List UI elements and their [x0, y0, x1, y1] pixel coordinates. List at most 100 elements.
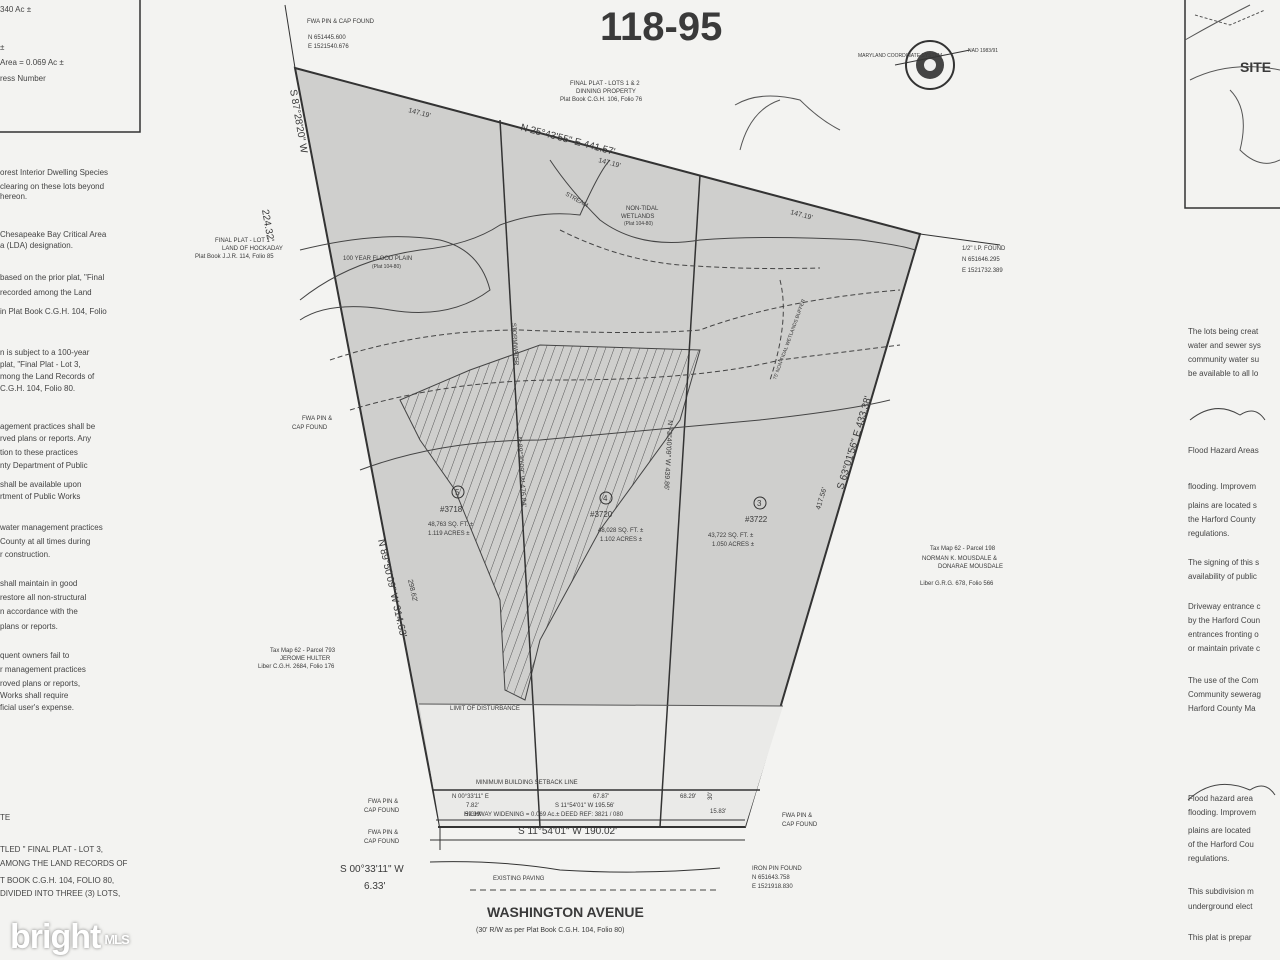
right-note-line: or maintain private c — [1188, 644, 1261, 653]
right-note-line: be available to all lo — [1188, 369, 1259, 378]
buffer-line-4 — [769, 279, 784, 381]
ip-found-n: N 651646.295 — [962, 257, 1000, 263]
north-arrow-seal: MARYLAND COORDINATE SYSTEM NAD 1983/91 — [858, 40, 998, 90]
left-note-line: restore all non-structural — [0, 593, 87, 602]
right-note-line: entrances fronting o — [1188, 630, 1259, 639]
left-note-line: T BOOK C.G.H. 104, FOLIO 80, — [0, 876, 115, 885]
existing-paving-line — [429, 861, 721, 873]
seg-5939-label: 59.39' — [465, 812, 481, 818]
tax-198: Tax Map 62 - Parcel 198 — [930, 546, 996, 552]
fwa-top-label: FWA PIN & CAP FOUND — [307, 19, 375, 25]
iron-pin-label: IRON PIN FOUND — [752, 866, 802, 872]
left-note-line: clearing on these lots beyond — [0, 182, 105, 191]
flood-plain-label: 100 YEAR FLOOD PLAIN — [343, 256, 412, 262]
final-plat-1-b: LAND OF HOCKADAY — [222, 246, 283, 252]
final-plat-12-c: Plat Book C.G.H. 106, Folio 76 — [560, 97, 643, 103]
left-note-line: tion to these practices — [0, 448, 78, 457]
ne-tie-line — [919, 233, 1001, 246]
left-note-line: County at all times during — [0, 537, 91, 546]
south-bearing: S 11°54'01" W 190.02' — [518, 826, 617, 837]
right-note-line: underground elect — [1188, 902, 1253, 911]
left-note-line: shall be available upon — [0, 480, 82, 489]
wetland-outline — [734, 95, 841, 131]
sw-tie-bearing: S 00°33'11" W — [340, 864, 404, 875]
left-note-line: DIVIDED INTO THREE (3) LOTS, — [0, 889, 121, 898]
right-note-line: community water su — [1188, 355, 1260, 364]
lot-3-address: #3722 — [745, 515, 768, 524]
right-note-line: the Harford County — [1188, 515, 1256, 524]
lot-5-acres: 1.119 ACRES ± — [428, 531, 470, 537]
seg-1583-label: 15.83' — [710, 809, 726, 815]
tax-198-b: NORMAN K. MOUSDALE & — [922, 556, 997, 562]
buffer-line-3 — [359, 399, 891, 471]
right-note-line: Flood hazard area — [1188, 794, 1253, 803]
left-note-line: rved plans or reports. Any — [0, 434, 92, 443]
ip-found-label: 1/2" I.P. FOUND — [962, 246, 1006, 252]
right-note-line: availability of public — [1188, 572, 1257, 581]
fwa-mid-label-2: CAP FOUND — [292, 425, 328, 431]
limit-label: LIMIT OF DISTURBANCE — [450, 706, 520, 712]
left-note-line: nty Department of Public — [0, 461, 88, 470]
fwa-se-2: CAP FOUND — [782, 822, 818, 828]
bright-brand-text: bright — [10, 918, 101, 956]
final-plat-1: FINAL PLAT - LOT 1 — [215, 238, 270, 244]
right-note-line: flooding. Improvem — [1188, 808, 1257, 817]
left-note-line: AMONG THE LAND RECORDS OF — [0, 859, 128, 868]
highway-widening-label: HIGHWAY WIDENING = 0.069 Ac.± DEED REF: … — [464, 812, 624, 818]
left-note-line: Area = 0.069 Ac ± — [0, 58, 64, 67]
right-note-line: This plat is prepar — [1188, 933, 1252, 942]
nad-label: NAD 1983/91 — [968, 48, 998, 54]
sw-tie-length: 6.33' — [364, 881, 385, 892]
offsite-curve — [739, 99, 781, 151]
lot-3-sqft: 43,722 SQ. FT. ± — [708, 533, 754, 539]
left-note-line: shall maintain in good — [0, 579, 78, 588]
flood-plain-ref: (Plat 104-80) — [372, 264, 401, 270]
left-note-line: ± — [0, 43, 5, 52]
left-note-line: orest Interior Dwelling Species — [0, 168, 109, 177]
left-note-line: C.G.H. 104, Folio 80. — [0, 384, 76, 393]
iron-pin-n: N 651643.758 — [752, 875, 790, 881]
limit-of-disturbance-line — [418, 703, 784, 707]
fwa-top-n: N 651445.600 — [308, 35, 346, 41]
inner-south-bearing: S 11°54'01" W 195.56' — [555, 803, 614, 809]
fwa-se: FWA PIN & — [782, 813, 812, 819]
svg-text:4: 4 — [603, 494, 608, 503]
fwa-sw2: FWA PIN & — [368, 830, 398, 836]
left-note-line: Chesapeake Bay Critical Area — [0, 230, 107, 239]
tax-198-c: DONARAE MOUSDALE — [938, 564, 1003, 570]
right-note-line: Driveway entrance c — [1188, 602, 1261, 611]
road-ref: (30' R/W as per Plat Book C.G.H. 104, Fo… — [476, 927, 624, 934]
left-note-line: plans or reports. — [0, 622, 58, 631]
lot-5-sqft: 48,763 SQ. FT. ± — [428, 522, 474, 528]
right-note-line: The lots being creat — [1188, 327, 1259, 336]
final-plat-12: FINAL PLAT - LOTS 1 & 2 — [570, 81, 640, 87]
left-note-line: recorded among the Land — [0, 288, 92, 297]
tax-793: Tax Map 62 - Parcel 793 — [270, 648, 336, 654]
left-note-line: quent owners fail to — [0, 651, 70, 660]
fwa-mid-label: FWA PIN & — [302, 416, 332, 422]
right-note-line: Flood Hazard Areas — [1188, 446, 1259, 455]
right-note-line: This subdivision m — [1188, 887, 1254, 896]
left-note-line: TE — [0, 813, 11, 822]
left-note-line: in Plat Book C.G.H. 104, Folio — [0, 307, 107, 316]
lot-4-marker: 4 — [599, 491, 613, 505]
left-note-line: rtment of Public Works — [0, 492, 81, 501]
lot-line-3-4 — [659, 174, 701, 828]
lot-4-address: #3720 — [590, 510, 613, 519]
lot-3-marker: 3 — [753, 496, 767, 510]
left-note-line: ress Number — [0, 74, 46, 83]
left-note-line: hereon. — [0, 192, 28, 201]
right-note-line: flooding. Improvem — [1188, 482, 1257, 491]
setback-label: MINIMUM BUILDING SETBACK LINE — [476, 780, 578, 786]
left-note-line: roved plans or reports, — [0, 679, 81, 688]
seg-6829-label: 68.29' — [680, 794, 696, 800]
right-note-line: water and sewer sys — [1188, 341, 1261, 350]
right-note-line: Harford County Ma — [1188, 704, 1256, 713]
stormwater-label: STORMWATER — [510, 323, 519, 367]
lot-4-sqft: 48,028 SQ. FT. ± — [598, 528, 644, 534]
right-note-line: plains are located — [1188, 826, 1251, 835]
fwa-sw2-b: CAP FOUND — [364, 839, 400, 845]
